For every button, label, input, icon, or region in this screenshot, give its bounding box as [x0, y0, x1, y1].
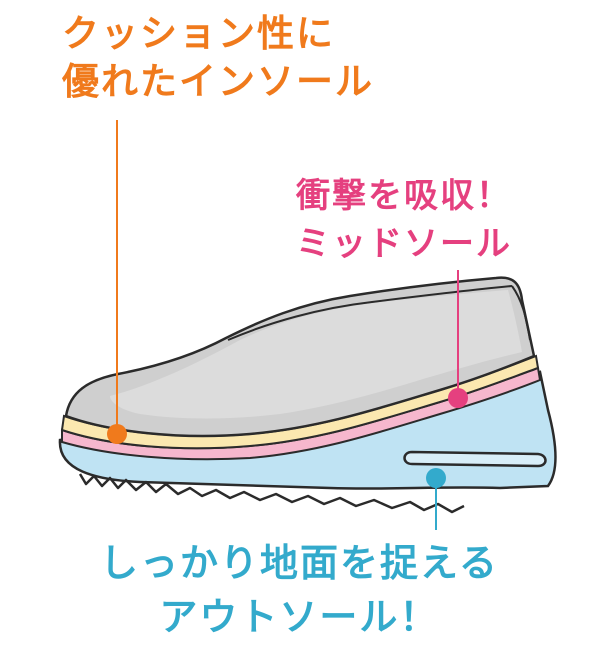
outsole-label-line-2: アウトソール！: [159, 595, 440, 639]
midsole-label: 衝撃を吸収！ ミッドソール: [296, 172, 512, 268]
outsole-tread: [78, 473, 465, 514]
outsole-label: しっかり地面を捉える アウトソール！: [100, 536, 499, 644]
outsole-marker-dot: [426, 468, 446, 488]
outsole-label-line-1: しっかり地面を捉える: [100, 541, 499, 585]
insole-label: クッション性に 優れたインソール: [62, 10, 374, 106]
shoe-inner: [110, 290, 522, 419]
midsole-marker-dot: [448, 388, 468, 408]
shoe-collar-back: [511, 285, 531, 341]
midsole-label-line-2: ミッドソール: [296, 224, 512, 264]
outsole-slot: [403, 450, 547, 468]
shoe-opening: [227, 285, 513, 341]
insole-marker-dot: [107, 424, 127, 444]
insole-label-line-2: 優れたインソール: [62, 60, 374, 103]
midsole-label-line-1: 衝撃を吸収！: [296, 176, 512, 216]
insole-label-line-1: クッション性に: [62, 12, 335, 55]
